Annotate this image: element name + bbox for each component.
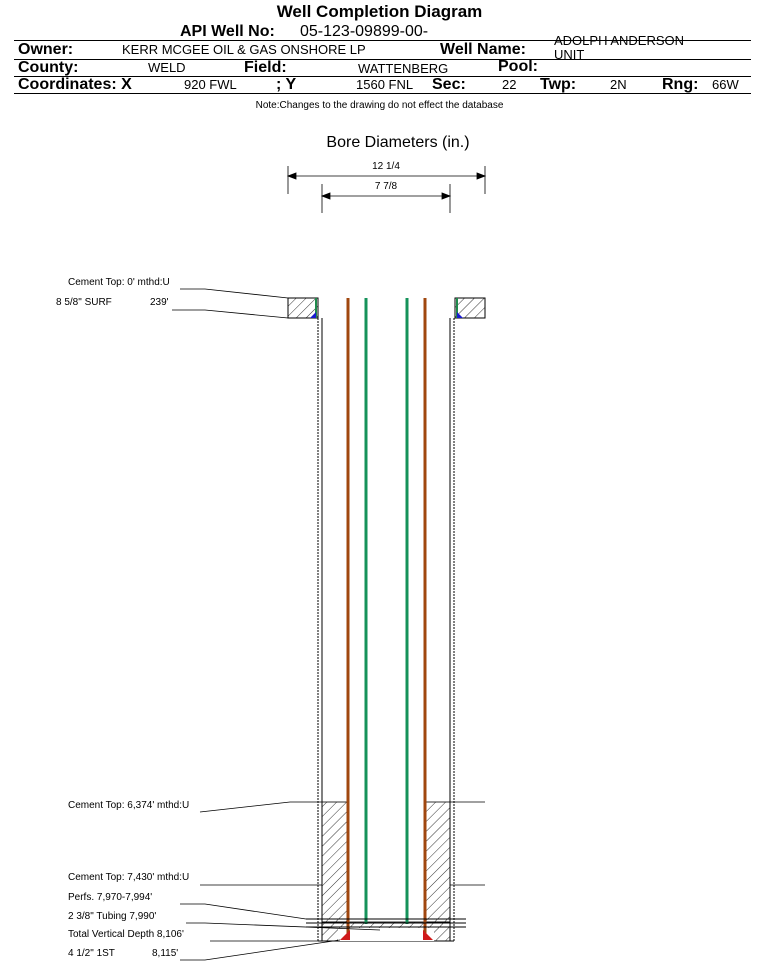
twp-value: 2N (610, 77, 627, 92)
production-depth-label: 8,115' (152, 948, 179, 959)
header-rule-4 (14, 93, 751, 94)
diagram-title: Well Completion Diagram (276, 2, 483, 21)
bore-dimension-lines (286, 166, 487, 213)
well-name-label: Well Name: (440, 41, 526, 58)
cement-top-1-label: Cement Top: 6,374' mthd:U (68, 800, 190, 811)
owner-label: Owner: (18, 41, 74, 58)
tvd-label: Total Vertical Depth 8,106' (68, 929, 184, 940)
tubing-label: 2 3/8" Tubing 7,990' (68, 911, 157, 922)
header-rule-1 (14, 40, 751, 41)
production-casing-label: 4 1/2" 1ST (68, 948, 115, 959)
owner-value: KERR MCGEE OIL & GAS ONSHORE LP (122, 42, 366, 57)
coord-x-value: 920 FWL (184, 77, 237, 92)
well-name-value-2: UNIT (554, 47, 585, 62)
county-label: County: (18, 59, 79, 76)
api-label: API Well No: (180, 23, 275, 40)
well-name-value-1: ADOLPH ANDERSON (554, 33, 685, 48)
field-label: Field: (244, 59, 287, 76)
depth-marker-lines (306, 918, 466, 928)
sec-label: Sec: (432, 76, 466, 93)
cement-top-reference-lines (450, 801, 485, 886)
pool-label: Pool: (498, 58, 538, 75)
header-rule-3 (14, 76, 751, 77)
leader-lines (172, 288, 381, 961)
sec-value: 22 (502, 77, 517, 92)
rng-label: Rng: (662, 76, 699, 93)
production-cement (321, 801, 451, 942)
coord-y-label: ; Y (276, 76, 297, 93)
cement-top-2-label: Cement Top: 7,430' mthd:U (68, 872, 190, 883)
header-rule-2 (14, 59, 751, 60)
rng-value: 66W (712, 77, 739, 92)
api-value: 05-123-09899-00- (300, 23, 429, 40)
bore-diameters-title: Bore Diameters (in.) (326, 134, 470, 151)
surface-cement-blocks (287, 297, 486, 319)
casing-strings (340, 298, 433, 940)
bore-outer-diameter: 12 1/4 (372, 161, 400, 172)
field-value: WATTENBERG (358, 61, 449, 76)
surface-casing-label: 8 5/8" SURF (56, 297, 112, 308)
cement-top-surface-label: Cement Top: 0' mthd:U (68, 277, 170, 288)
twp-label: Twp: (540, 76, 577, 93)
bore-inner-diameter: 7 7/8 (374, 181, 398, 192)
county-value: WELD (148, 60, 186, 75)
perfs-label: Perfs. 7,970-7,994' (68, 892, 153, 903)
database-note: Note:Changes to the drawing do not effec… (255, 100, 504, 111)
coord-y-value: 1560 FNL (356, 77, 414, 92)
coord-x-label: Coordinates: X (18, 76, 132, 93)
surface-depth-label: 239' (150, 297, 169, 308)
